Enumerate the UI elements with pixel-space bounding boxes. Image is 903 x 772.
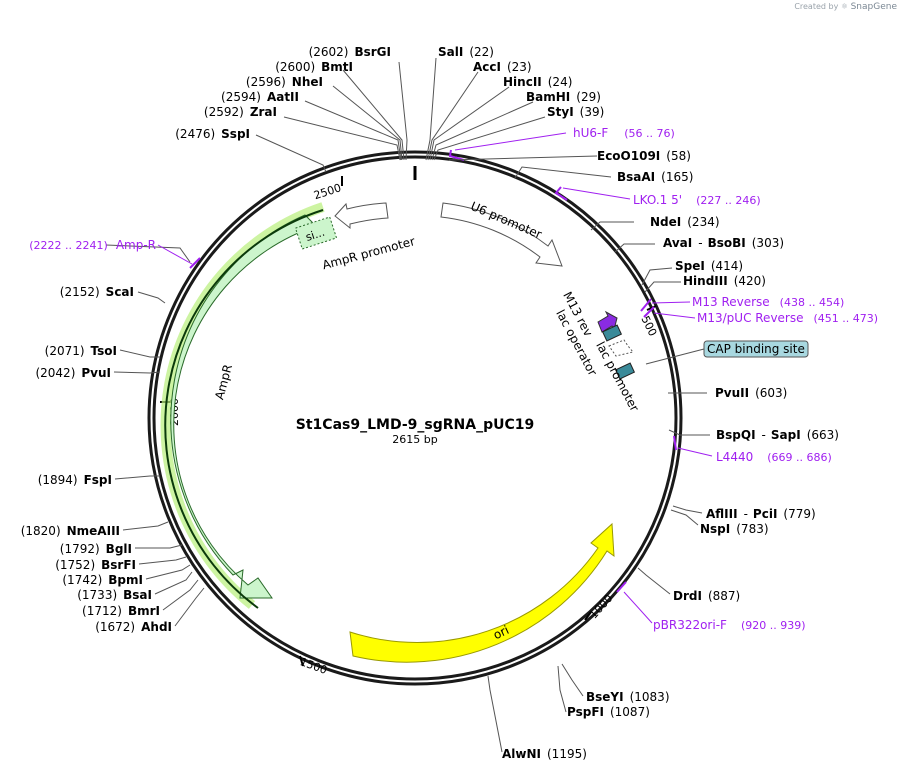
ori-arrow xyxy=(349,522,615,663)
site-label-SpeI: SpeI(414) xyxy=(675,259,743,273)
site-label-BmtI: (2600)BmtI xyxy=(275,60,353,74)
lac-promoter-arrow xyxy=(608,339,634,357)
primer-label-M13-Reverse: M13 Reverse(438 .. 454) xyxy=(692,295,844,309)
tick-label-1500: 1500 xyxy=(298,655,329,677)
ampr-promoter-label: AmpR promoter xyxy=(321,234,417,272)
site-label-SalI: SalI(22) xyxy=(438,45,494,59)
site-label-NmeAIII: (1820)NmeAIII xyxy=(21,524,120,538)
site-label-ZraI: (2592)ZraI xyxy=(204,105,277,119)
snapgene-logo-icon: ⚛ xyxy=(840,2,849,11)
primer-label-pBR322ori-F: pBR322ori-F(920 .. 939) xyxy=(653,618,806,632)
site-label-AflIII: AflIII-PciI(779) xyxy=(706,507,816,521)
site-label-ScaI: (2152)ScaI xyxy=(60,285,134,299)
site-label-StyI: StyI(39) xyxy=(547,105,604,119)
primer-label-Amp-R: (2222 .. 2241)Amp-R xyxy=(29,238,156,252)
site-label-BpmI: (1742)BpmI xyxy=(62,573,143,587)
site-label-BseYI: BseYI(1083) xyxy=(586,690,670,704)
site-label-PvuI: (2042)PvuI xyxy=(35,366,111,380)
ampr-inner-line xyxy=(164,209,324,609)
plasmid-name: St1Cas9_LMD-9_sgRNA_pUC19 xyxy=(296,417,534,433)
primer-label-LKO1: LKO.1 5'(227 .. 246) xyxy=(633,193,761,207)
site-label-BsrGI: (2602)BsrGI xyxy=(309,45,391,59)
site-label-DrdI: DrdI(887) xyxy=(673,589,740,603)
primer-label-M13-pUC-Reverse: M13/pUC Reverse(451 .. 473) xyxy=(697,311,878,325)
site-label-AatII: (2594)AatII xyxy=(221,90,299,104)
site-label-SspI: (2476)SspI xyxy=(175,127,250,141)
site-label-HindIII: HindIII(420) xyxy=(683,274,766,288)
ampr-arrow xyxy=(170,214,317,599)
site-label-BamHI: BamHI(29) xyxy=(526,90,601,104)
site-label-BspQI: BspQI-SapI(663) xyxy=(716,428,839,442)
cap-site-label: CAP binding site xyxy=(707,342,805,356)
site-label-AlwNI: AlwNI(1195) xyxy=(502,747,587,761)
cap-site-label-box xyxy=(703,340,809,358)
tick-label-2500: 2500 xyxy=(312,181,343,202)
site-label-NspI: NspI(783) xyxy=(700,522,769,536)
site-leaders xyxy=(105,57,710,753)
plasmid-size: 2615 bp xyxy=(392,433,437,446)
site-label-PspFI: PspFI(1087) xyxy=(567,705,650,719)
site-label-AccI: AccI(23) xyxy=(473,60,532,74)
site-label-PvuII: PvuII(603) xyxy=(715,386,787,400)
watermark-prefix: Created by xyxy=(794,2,839,11)
primer-leaders xyxy=(157,132,713,624)
site-label-NdeI: NdeI(234) xyxy=(650,215,720,229)
cap-site-leader xyxy=(645,348,705,365)
u6-promoter-arrow xyxy=(440,202,563,267)
backbone-outer-circle xyxy=(147,150,683,686)
watermark-brand: SnapGene xyxy=(850,2,897,12)
site-label-AvaI: AvaI-BsoBI(303) xyxy=(663,236,784,250)
site-label-FspI: (1894)FspI xyxy=(38,473,112,487)
signal-sequence-label: si... xyxy=(304,226,326,244)
site-label-BglI: (1792)BglI xyxy=(60,542,132,556)
snapgene-watermark: Created by ⚛ SnapGene xyxy=(794,2,897,12)
site-label-NheI: (2596)NheI xyxy=(246,75,323,89)
primer-label-hU6-F: hU6-F(56 .. 76) xyxy=(573,126,675,140)
cap-site-box xyxy=(614,362,636,380)
site-label-BsaI: (1733)BsaI xyxy=(77,588,152,602)
site-label-BsaAI: BsaAI(165) xyxy=(617,170,693,184)
site-label-BsrFI: (1752)BsrFI xyxy=(55,558,136,572)
site-label-HincII: HincII(24) xyxy=(503,75,572,89)
site-label-BmrI: (1712)BmrI xyxy=(82,604,160,618)
ampr-promoter-arrow xyxy=(334,202,389,230)
site-label-TsoI: (2071)TsoI xyxy=(45,344,117,358)
signal-sequence xyxy=(294,216,338,250)
ampr-label: AmpR xyxy=(212,363,235,401)
site-label-AhdI: (1672)AhdI xyxy=(95,620,172,634)
primer-label-L4440: L4440(669 .. 686) xyxy=(716,450,832,464)
backbone-inner-circle xyxy=(152,155,678,681)
lac-operator-box-1 xyxy=(601,324,623,342)
primer-marks xyxy=(189,149,677,593)
site-label-EcoO109I: EcoO109I(58) xyxy=(597,149,691,163)
ori-label: ori xyxy=(491,623,511,642)
